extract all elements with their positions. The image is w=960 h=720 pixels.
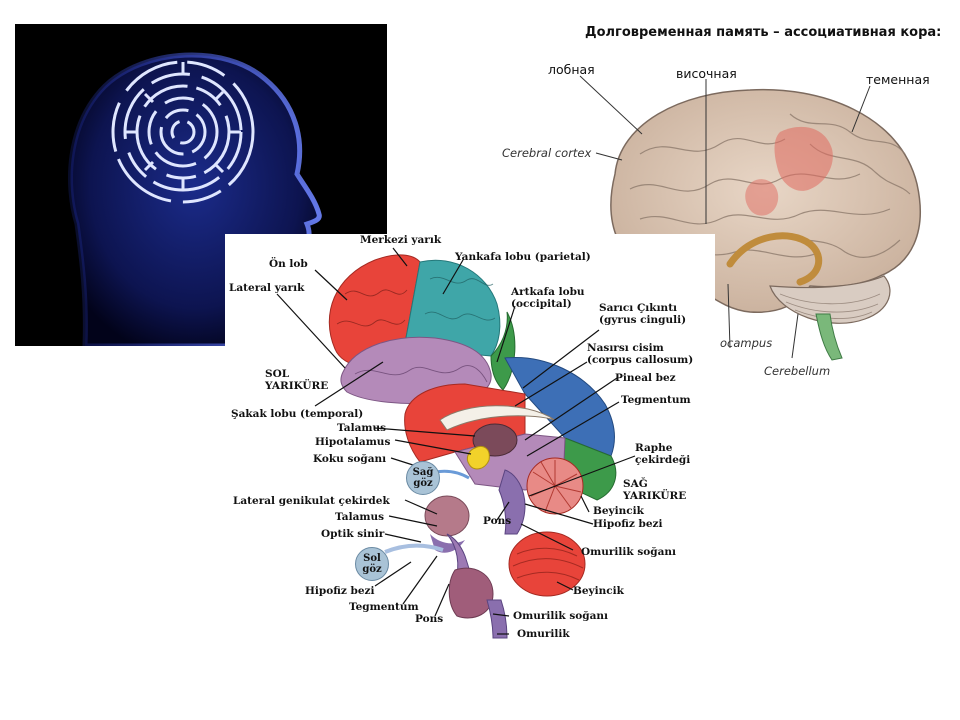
label-hipotalamus: Hipotalamus [315,436,391,448]
label-sakak-lobu: Şakak lobu (temporal) [231,408,364,420]
label-cerebellum: Cerebellum [764,364,831,378]
label-artkafa-line2: (occipital) [511,298,572,310]
label-raphe-line1: Raphe [635,442,673,454]
label-optik-sinir: Optik sinir [321,528,385,540]
label-beyincik-bottom: Beyincik [573,585,624,597]
head-silhouette-illustration [15,24,387,346]
label-sol-yarikure: SOL YARIKÜRE [265,368,328,392]
label-sarici-cikinti: Sarıcı Çıkıntı (gyrus cinguli) [599,302,686,326]
label-parietal: теменная [866,72,930,87]
right-eye-icon: Sağ göz [406,461,440,495]
label-nasirsi-line1: Nasırsı cisim [587,342,664,354]
label-sag-yarikure-line1: SAĞ [623,478,648,490]
label-nasirsi-line2: (corpus callosum) [587,354,694,366]
label-pineal-bez: Pineal bez [615,372,676,384]
label-pons-top: Pons [483,515,512,527]
label-talamus-bottom: Talamus [335,511,385,523]
label-hipofiz-bezi-bottom: Hipofiz bezi [305,585,375,597]
label-pons-bottom: Pons [415,613,444,625]
label-talamus-top: Talamus [337,422,387,434]
label-frontal: лобная [548,62,595,77]
label-sol-yarikure-line1: SOL [265,368,290,380]
left-eye-icon: Sol göz [355,547,389,581]
ru-diagram-title: Долговременная память – ассоциативная ко… [585,25,942,40]
label-on-lob: Ön lob [269,258,308,270]
label-koku-sogani: Koku soğanı [313,453,387,465]
label-sarici-line1: Sarıcı Çıkıntı [599,302,678,314]
label-temporal: височная [676,66,737,81]
maze-icon [111,60,255,204]
label-sarici-line2: (gyrus cinguli) [599,314,687,326]
label-sag-goz-line1: Sağ [412,467,434,478]
label-sag-yarikure-line2: YARIKÜRE [623,490,687,502]
label-sol-yarikure-line2: YARIKÜRE [265,380,329,392]
label-sol-goz-line1: Sol [363,553,381,564]
label-sol-goz-line2: göz [362,564,382,575]
head-maze-image [15,24,387,346]
label-tegmentum-top: Tegmentum [621,394,691,406]
label-raphe-line2: çekirdeği [635,454,691,466]
label-nasirsi-cisim: Nasırsı cisim (corpus callosum) [587,342,693,366]
label-yankafa-lobu: Yankafa lobu (parietal) [455,251,591,263]
label-cerebral-cortex: Cerebral cortex [502,146,592,160]
label-hippocampus: ocampus [720,336,773,350]
label-artkafa-line1: Artkafa lobu [511,286,585,298]
label-artkafa-lobu: Artkafa lobu (occipital) [511,286,585,310]
label-lateral-yarik: Lateral yarık [229,282,305,294]
label-merkezi-yarik: Merkezi yarık [360,234,442,246]
label-omurilik-sogani-top: Omurilik soğanı [581,546,677,558]
label-sag-yarikure: SAĞ YARIKÜRE [623,478,686,502]
label-tegmentum-bottom: Tegmentum [349,601,419,613]
label-hipofiz-bezi-top: Hipofiz bezi [593,518,663,530]
label-omurilik-sogani-bottom: Omurilik soğanı [513,610,609,622]
turkish-brain-diagram: Merkezi yarık Ön lob Yankafa lobu (parie… [225,234,715,648]
label-raphe-cekirdegi: Raphe çekirdeği [635,442,690,466]
label-omurilik: Omurilik [517,628,570,640]
label-lateral-genikulat: Lateral genikulat çekirdek [233,495,390,507]
label-sag-goz-line2: göz [413,478,433,489]
label-beyincik-top: Beyincik [593,505,644,517]
brain-anatomy-illustration [276,247,636,639]
